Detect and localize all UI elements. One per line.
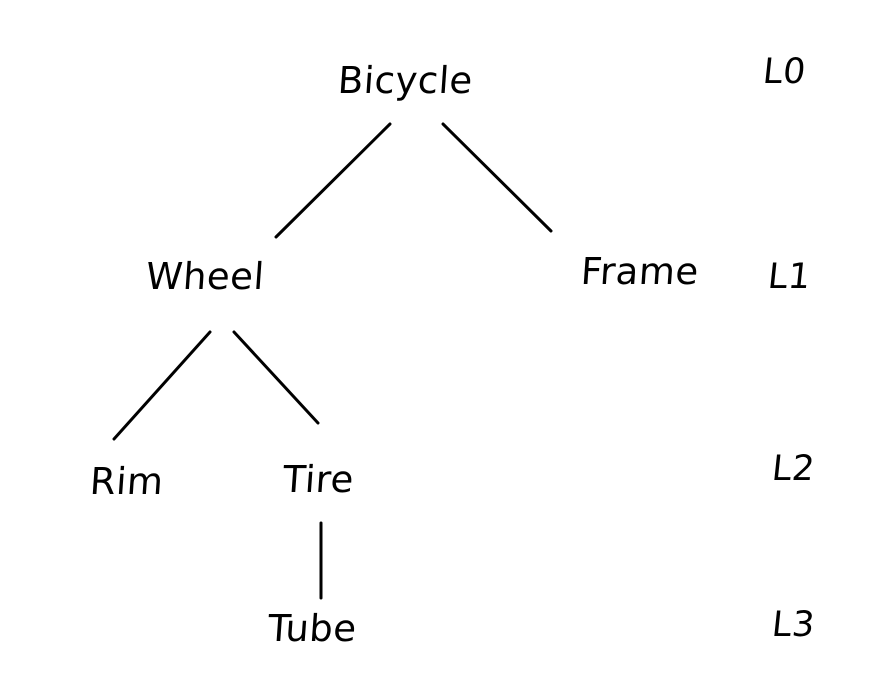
level-label-l1: L1 <box>765 257 813 297</box>
level-label-l0: L0 <box>760 52 808 92</box>
node-tire[interactable]: Tire <box>281 458 356 501</box>
node-bicycle[interactable]: Bicycle <box>336 59 475 102</box>
level-label-l3: L3 <box>769 605 817 645</box>
node-tube[interactable]: Tube <box>266 607 359 650</box>
edge-wheel-rim <box>112 330 212 441</box>
edge-bicycle-frame <box>441 122 553 233</box>
edge-wheel-tire <box>232 330 320 425</box>
edge-bicycle-wheel <box>274 122 392 239</box>
level-label-l2: L2 <box>769 449 817 489</box>
node-wheel[interactable]: Wheel <box>144 255 266 298</box>
node-frame[interactable]: Frame <box>579 250 701 293</box>
node-rim[interactable]: Rim <box>88 460 166 503</box>
